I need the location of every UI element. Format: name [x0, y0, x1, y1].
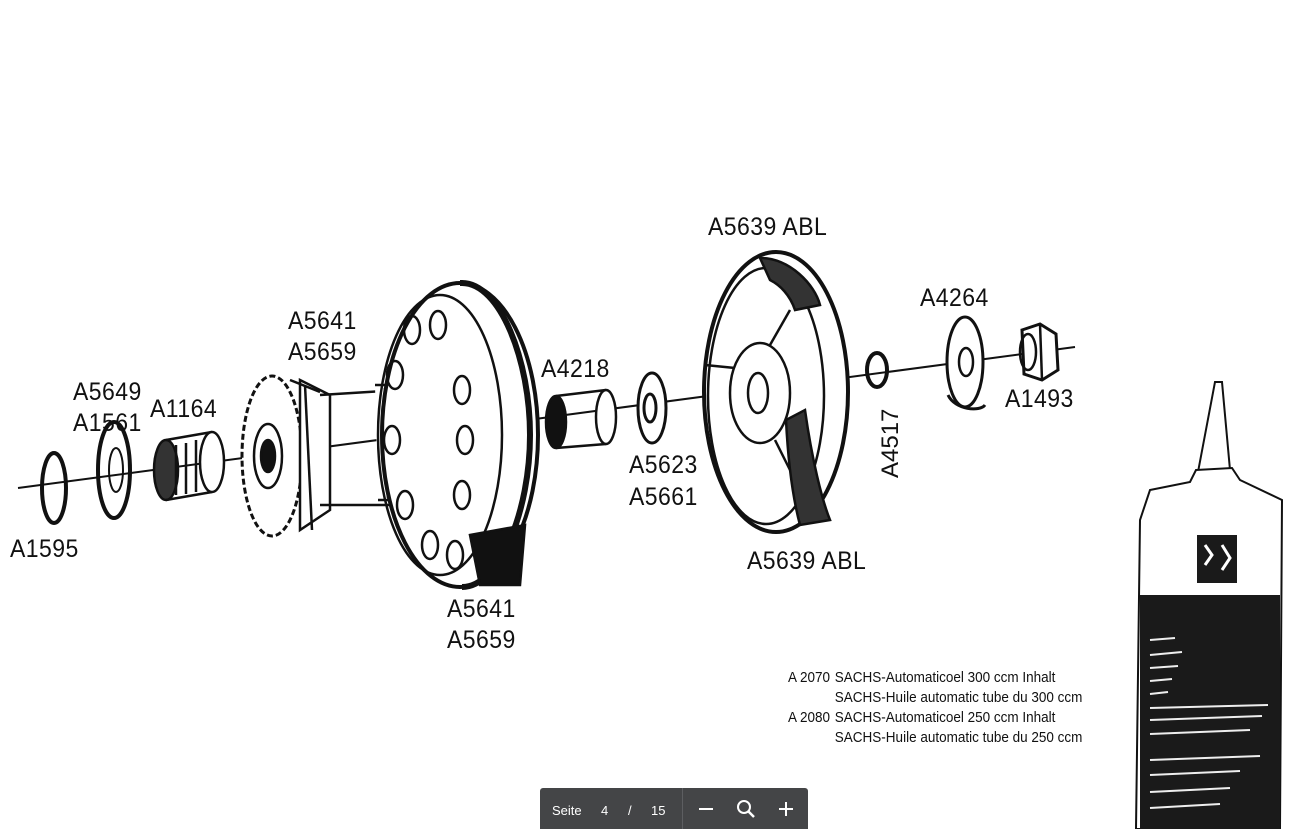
bushing-part: [636, 371, 668, 445]
part-label: A1595: [10, 535, 79, 563]
toolbar-divider: [682, 788, 683, 829]
zoom-out-button[interactable]: [693, 796, 719, 822]
part-label: A5649: [73, 378, 142, 406]
magnifier-icon: [737, 800, 755, 818]
part-label: A5641: [447, 595, 516, 623]
part-label: A5623: [629, 451, 698, 479]
cup-washer-part: [945, 315, 987, 411]
part-label: A5659: [288, 338, 357, 366]
spacer-part: [544, 388, 618, 450]
part-label: A5659: [447, 626, 516, 654]
circlip-part: [40, 451, 68, 525]
part-label: A5661: [629, 483, 698, 511]
page-separator: /: [628, 803, 632, 818]
pdf-toolbar: Seite 4 / 15: [540, 788, 808, 829]
total-pages: 15: [651, 803, 666, 818]
part-label: A1493: [1005, 385, 1074, 413]
part-label: A4218: [541, 355, 610, 383]
page-label: Seite: [552, 803, 582, 818]
part-label: A1561: [73, 409, 142, 437]
minus-icon: [699, 808, 713, 810]
nut-part: [1018, 322, 1060, 382]
current-page-input[interactable]: 4: [601, 803, 609, 818]
part-label: A5639 ABL: [708, 213, 828, 241]
part-label: A4264: [920, 284, 989, 312]
oil-tube-image: [1134, 381, 1284, 829]
part-label: A1164: [150, 395, 218, 423]
part-label: A4517: [877, 408, 904, 478]
clutch-drum-part: [376, 280, 540, 590]
washer-part: [96, 420, 132, 520]
zoom-in-button[interactable]: [773, 796, 799, 822]
small-washer-part: [865, 351, 889, 389]
plus-icon: [779, 802, 793, 816]
zoom-button[interactable]: [733, 796, 759, 822]
needle-bearing-part: [152, 430, 226, 502]
clutch-shoe-part: [702, 250, 850, 534]
part-label: A5641: [288, 307, 357, 335]
part-label: A5639 ABL: [747, 547, 867, 575]
